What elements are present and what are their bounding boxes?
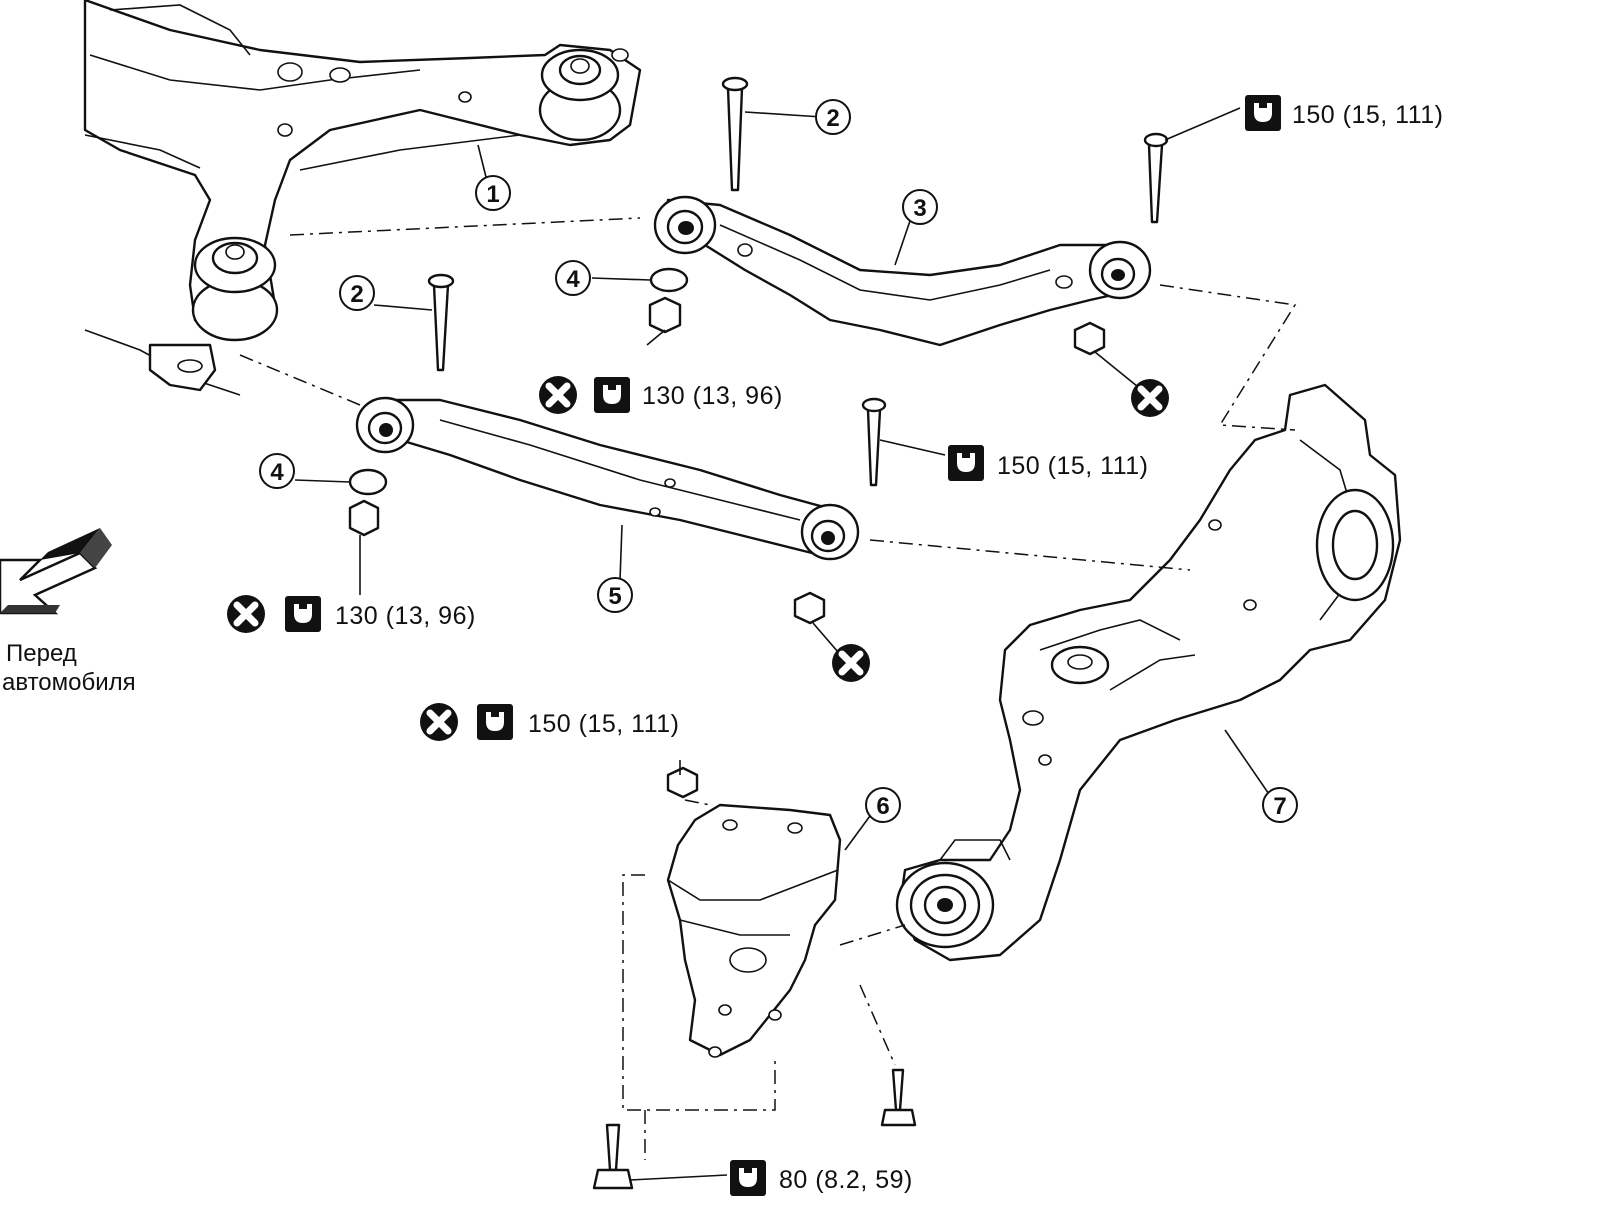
torque-wrench-icon [730,1160,766,1196]
callout-4-lower: 4 [259,453,295,489]
svg-text:150 (15, 111): 150 (15, 111) [528,710,680,738]
replace-part-icon [420,703,458,741]
svg-text:4: 4 [270,459,284,486]
svg-text:130 (13, 96): 130 (13, 96) [335,602,476,630]
front-arrow-icon [0,528,112,615]
callout-4-upper: 4 [555,260,591,296]
svg-text:150 (15, 111): 150 (15, 111) [997,452,1149,480]
svg-text:130 (13, 96): 130 (13, 96) [642,382,783,410]
hardware [348,76,1169,1190]
svg-text:7: 7 [1273,793,1286,820]
torque-spec-150-mid: 150 (15, 111) [948,445,1149,481]
lower-control-arm [83,0,642,396]
callout-2-upper: 2 [815,99,851,135]
svg-text:6: 6 [876,793,889,820]
svg-text:150 (15, 111): 150 (15, 111) [1292,101,1444,129]
callout-5: 5 [597,577,633,613]
rear-knuckle [895,383,1402,962]
bushing-bracket [666,803,842,1058]
assembly-lines [239,217,1297,1160]
replace-part-icon [539,376,577,414]
torque-spec-150-bracket: 150 (15, 111) [420,703,680,741]
callout-6: 6 [865,787,901,823]
front-of-vehicle-indicator: Перед автомобиля [0,528,136,696]
torque-spec-upper-right: 150 (15, 111) [1245,95,1444,131]
svg-text:5: 5 [608,583,621,610]
torque-spec-130-lower: 130 (13, 96) [227,595,476,633]
replace-part-icon [227,595,265,633]
callout-7: 7 [1262,787,1298,823]
svg-text:1: 1 [486,181,499,208]
svg-text:80 (8.2, 59): 80 (8.2, 59) [779,1166,913,1194]
svg-text:2: 2 [826,105,839,132]
callout-1: 1 [475,175,511,211]
svg-text:3: 3 [913,195,926,222]
replace-part-icon [1131,379,1169,417]
svg-text:4: 4 [566,266,580,293]
torque-wrench-icon [594,377,630,413]
svg-text:2: 2 [350,281,363,308]
front-label-line2: автомобиля [2,669,136,696]
replace-part-icon [832,644,870,682]
torque-spec-130-upper: 130 (13, 96) [539,376,783,414]
torque-spec-80-bottom: 80 (8.2, 59) [730,1160,913,1196]
upper-link-arm [653,195,1152,347]
lower-link-arm [355,396,860,561]
torque-wrench-icon [285,596,321,632]
torque-wrench-icon [477,704,513,740]
callout-3: 3 [902,189,938,225]
torque-wrench-icon [948,445,984,481]
front-label-line1: Перед [6,640,77,667]
torque-wrench-icon [1245,95,1281,131]
callout-2-lower: 2 [339,275,375,311]
